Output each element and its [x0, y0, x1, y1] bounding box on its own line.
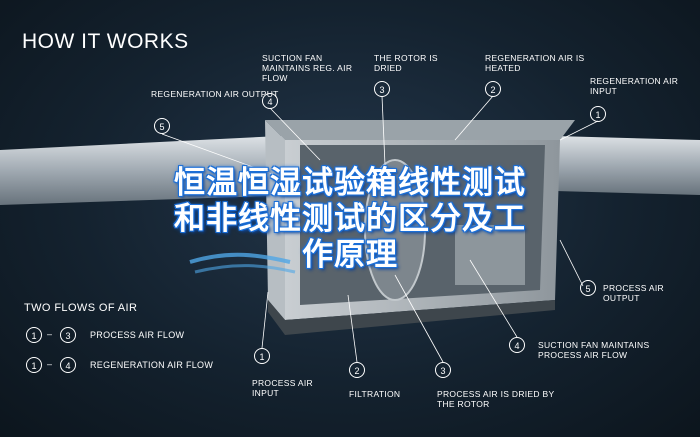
callout-label-filtration: FILTRATION — [349, 389, 401, 399]
legend-process-label: PROCESS AIR FLOW — [90, 330, 185, 340]
callout-label-process-input: PROCESS AIR INPUT — [252, 378, 313, 398]
callout-label-process-fan: SUCTION FAN MAINTAINS PROCESS AIR FLOW — [538, 340, 650, 360]
callout-number-process-dried: 3 — [435, 362, 451, 378]
legend-regen-from: 1 — [26, 357, 42, 373]
callout-number-regen-output: 5 — [154, 118, 170, 134]
callout-number-filtration: 2 — [349, 362, 365, 378]
overlay-chinese-title: 恒温恒湿试验箱线性测试 和非线性测试的区分及工 作原理 — [0, 165, 700, 273]
page-title: HOW IT WORKS — [22, 30, 189, 53]
legend-process-dash: – — [47, 329, 53, 339]
callout-number-regen-heated: 2 — [485, 81, 501, 97]
overlay-line-2: 和非线性测试的区分及工 — [174, 201, 526, 237]
air-flow-swoosh — [189, 252, 291, 264]
legend-regen-to: 4 — [60, 357, 76, 373]
callout-label-process-output: PROCESS AIR OUTPUT — [603, 283, 664, 303]
legend-process-to: 3 — [60, 327, 76, 343]
callout-label-regen-input: REGENERATION AIR INPUT — [590, 76, 679, 96]
callout-number-regen-input: 1 — [590, 106, 606, 122]
callout-number-process-input: 1 — [254, 348, 270, 364]
legend-regen-dash: – — [47, 359, 53, 369]
right-duct — [520, 135, 700, 195]
callout-number-regen-fan: 4 — [262, 93, 278, 109]
callout-number-process-output: 5 — [580, 280, 596, 296]
callout-label-regen-output: REGENERATION AIR OUTPUT — [151, 89, 279, 99]
rotor — [364, 159, 426, 301]
flows-legend-title: TWO FLOWS OF AIR — [24, 302, 138, 314]
unit-top — [265, 120, 575, 140]
callout-label-regen-heated: REGENERATION AIR IS HEATED — [485, 53, 585, 73]
unit-base — [268, 300, 555, 335]
callout-label-regen-fan: SUCTION FAN MAINTAINS REG. AIR FLOW — [262, 53, 353, 83]
callout-label-rotor-dried: THE ROTOR IS DRIED — [374, 53, 438, 73]
overlay-line-1: 恒温恒湿试验箱线性测试 — [174, 165, 526, 201]
callout-label-process-dried: PROCESS AIR IS DRIED BY THE ROTOR — [437, 389, 555, 409]
callout-number-rotor-dried: 3 — [374, 81, 390, 97]
overlay-line-3: 作原理 — [302, 237, 398, 273]
left-duct — [0, 135, 300, 205]
fan-box — [455, 225, 525, 285]
callout-number-process-fan: 4 — [509, 337, 525, 353]
legend-regen-label: REGENERATION AIR FLOW — [90, 360, 214, 370]
legend-process-from: 1 — [26, 327, 42, 343]
